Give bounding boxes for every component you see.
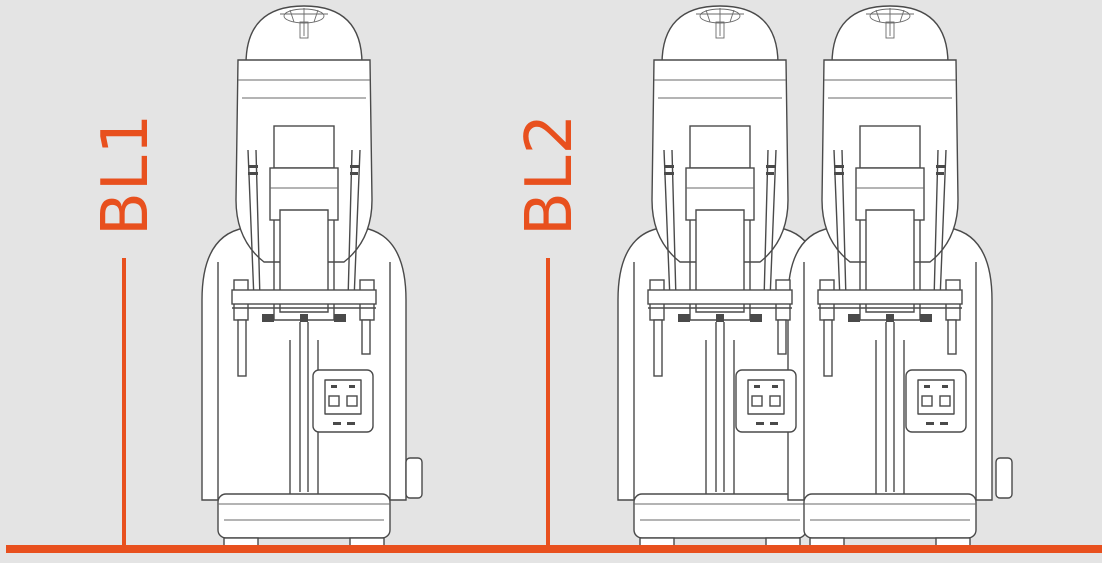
bl1-label: BL1 bbox=[89, 112, 163, 236]
floor-line bbox=[6, 545, 1102, 553]
bl2-label: BL2 bbox=[513, 112, 587, 236]
bl2-height-marker bbox=[546, 258, 550, 548]
bl1-machine bbox=[201, 5, 423, 547]
bl1-height-marker bbox=[122, 258, 126, 548]
bl2-machine bbox=[617, 5, 1013, 547]
